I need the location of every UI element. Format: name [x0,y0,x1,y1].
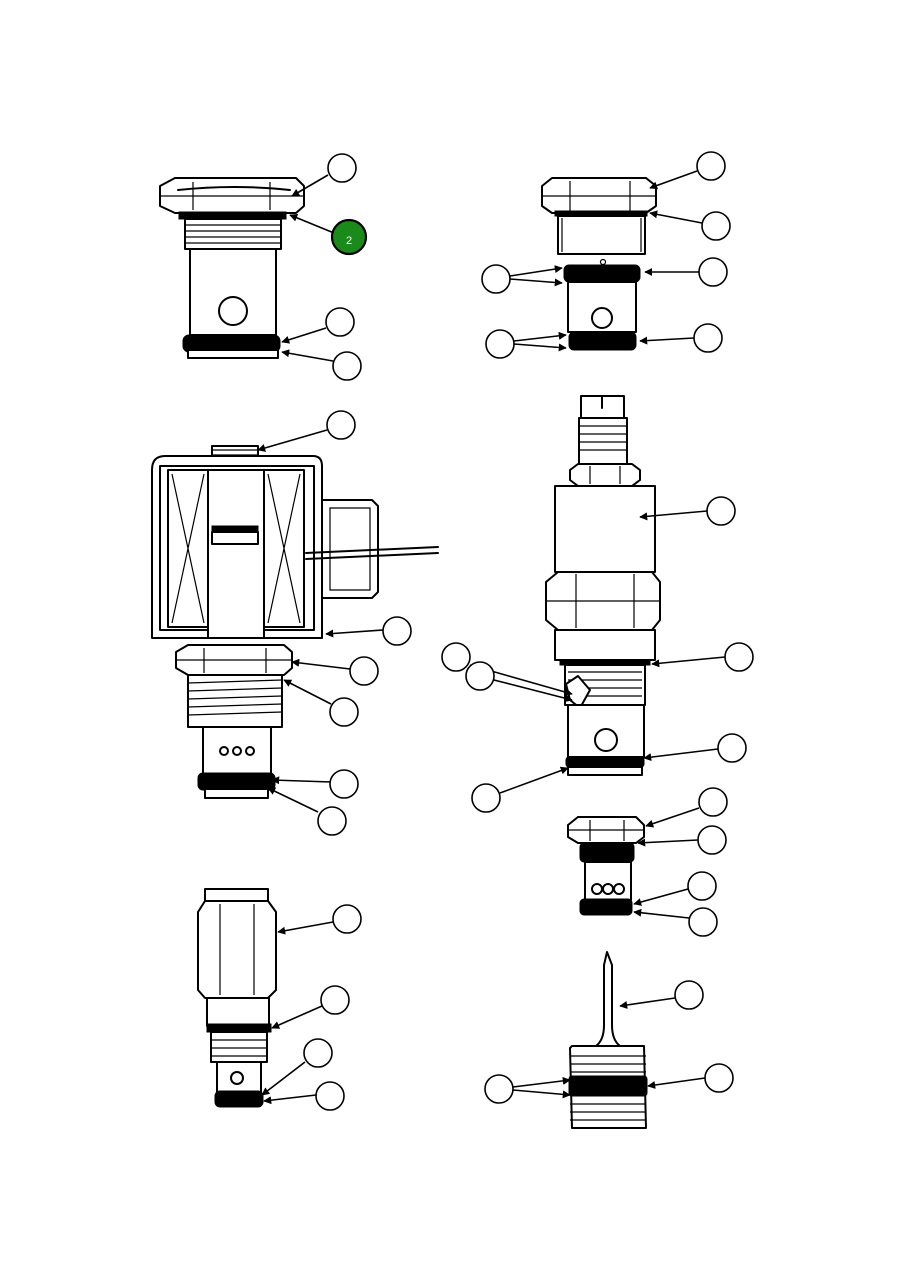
callout-bubble[interactable] [332,351,362,381]
callout-bubble[interactable] [326,410,356,440]
adjustable-relief-cartridge [545,395,661,776]
callout-bubble-active[interactable] [330,218,368,256]
callout-bubble[interactable] [441,642,471,672]
needle-poppet [568,951,648,1129]
callout-bubble[interactable] [315,1081,345,1111]
callout-bubble[interactable] [724,642,754,672]
callout-bubble[interactable] [303,1038,333,1068]
solenoid-coil-assembly [151,445,439,799]
hex-body-cartridge [197,888,277,1108]
callout-bubble[interactable] [704,1063,734,1093]
cartridge-valve-top-left [159,177,305,359]
callout-bubble[interactable] [317,806,347,836]
callout-bubble[interactable] [698,787,728,817]
callout-bubble[interactable] [329,697,359,727]
callout-bubble[interactable] [327,153,357,183]
callout-bubble[interactable] [696,151,726,181]
callout-bubbles: 2 [303,151,754,1111]
callout-bubble[interactable] [320,985,350,1015]
callout-bubble[interactable] [484,1074,514,1104]
cartridge-valve-top-right [541,177,657,351]
callout-bubble[interactable] [382,616,412,646]
callout-bubble[interactable] [325,307,355,337]
callout-bubble[interactable] [698,257,728,287]
callout-bubble[interactable] [481,264,511,294]
callout-bubble[interactable] [674,980,704,1010]
callout-bubble[interactable] [485,329,515,359]
callout-bubble[interactable] [701,211,731,241]
callout-bubble[interactable] [717,733,747,763]
callout-bubble[interactable] [693,323,723,353]
callout-active-label: 2 [346,235,352,247]
leader-lines [257,170,726,1105]
callout-bubble[interactable] [471,783,501,813]
callout-bubble[interactable] [706,496,736,526]
callout-bubble[interactable] [687,871,717,901]
small-cartridge-valve [567,816,645,916]
callout-bubble[interactable] [688,907,718,937]
callout-bubble[interactable] [332,904,362,934]
callout-bubble[interactable] [697,825,727,855]
callout-bubble[interactable] [349,656,379,686]
callout-bubble[interactable] [329,769,359,799]
callout-bubble[interactable] [465,661,495,691]
